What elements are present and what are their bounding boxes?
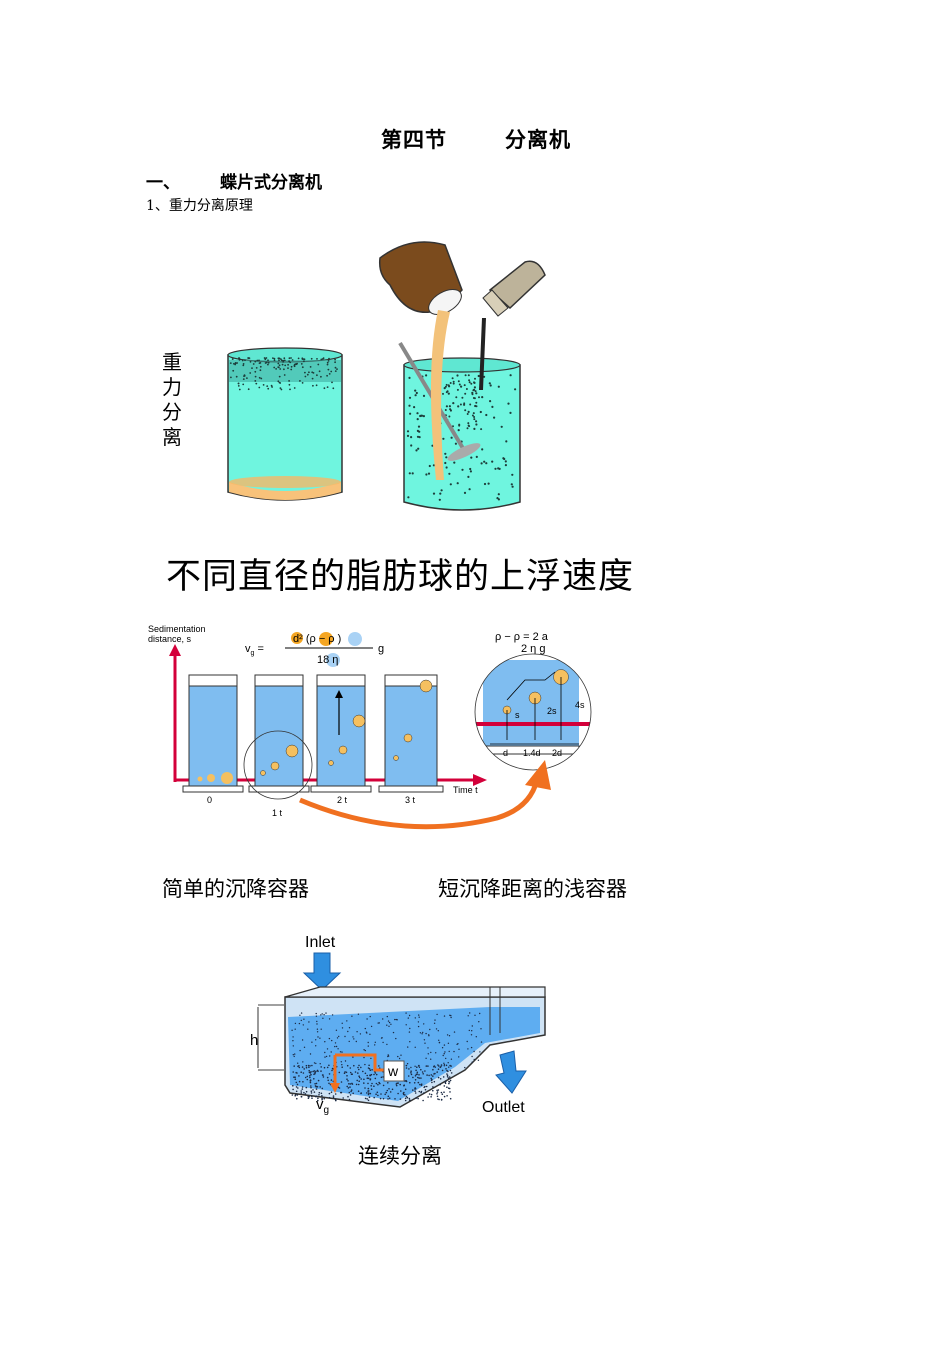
stirrer-paddle bbox=[447, 443, 481, 461]
oil-bottle-icon bbox=[482, 260, 546, 317]
inlet-label: Inlet bbox=[305, 934, 336, 951]
formula2-denominator: 2 η g bbox=[521, 643, 545, 655]
container-0 bbox=[182, 674, 244, 793]
label-char: 分 bbox=[162, 400, 182, 424]
tick-label: 1 t bbox=[272, 808, 283, 818]
h-label: h bbox=[250, 1032, 258, 1049]
container-1 bbox=[243, 674, 313, 800]
settled-beaker bbox=[227, 347, 343, 501]
x-axis-label: Time t bbox=[453, 785, 478, 795]
container-2 bbox=[310, 674, 372, 793]
zoom-label: 4s bbox=[575, 700, 585, 710]
container-3 bbox=[378, 674, 444, 793]
gravity-separation-figure bbox=[227, 241, 546, 511]
oil-stream bbox=[479, 318, 486, 390]
sedimentation-figure: Sedimentation distance, s vg = d² (ρ − ρ… bbox=[148, 624, 592, 830]
powder-sack-icon bbox=[378, 241, 463, 315]
formula-tail: g bbox=[378, 643, 384, 655]
zoom-label: s bbox=[515, 710, 520, 720]
outlet-arrow-icon bbox=[495, 1050, 527, 1094]
simple-container-caption: 简单的沉降容器 bbox=[162, 877, 309, 901]
tick-label: 3 t bbox=[405, 795, 416, 805]
shallow-container-caption: 短沉降距离的浅容器 bbox=[438, 877, 627, 901]
formula-denominator: 18 η bbox=[317, 654, 338, 666]
zoom-detail: s 2s 4s d 1.4d 2d bbox=[474, 653, 592, 771]
formula2-numerator: ρ − ρ = 2 a bbox=[495, 631, 549, 643]
y-axis-label: distance, s bbox=[148, 634, 192, 644]
vg-label: vg bbox=[316, 1096, 329, 1116]
section-heading: 一、 蝶片式分离机 bbox=[146, 168, 322, 193]
label-char: 重 bbox=[162, 350, 182, 374]
zoom-label: 2s bbox=[547, 706, 557, 716]
y-axis-label: Sedimentation bbox=[148, 624, 206, 634]
zoom-label: 2d bbox=[552, 748, 562, 758]
outlet-label: Outlet bbox=[482, 1099, 525, 1116]
formula-numerator: d² (ρ − ρ ) bbox=[293, 633, 341, 645]
section-title: 蝶片式分离机 bbox=[220, 173, 322, 193]
powder-stream bbox=[430, 310, 450, 480]
page-title-part-b: 分离机 bbox=[505, 128, 571, 152]
page-title-part-a: 第四节 bbox=[381, 128, 447, 152]
zoom-label: 1.4d bbox=[523, 748, 541, 758]
inlet-arrow-icon bbox=[302, 952, 342, 991]
zoom-label: d bbox=[503, 748, 508, 758]
velocity-vectors bbox=[333, 1053, 385, 1085]
label-char: 力 bbox=[162, 375, 182, 399]
gravity-separation-label: 重 力 分 离 bbox=[160, 350, 184, 450]
formula-lhs: vg = bbox=[245, 643, 264, 657]
zoom-arrow bbox=[299, 779, 540, 830]
label-char: 离 bbox=[162, 425, 182, 449]
tick-label: 2 t bbox=[337, 795, 348, 805]
continuous-separation-figure: Inlet h w vg Outlet bbox=[250, 934, 546, 1116]
tick-label: 0 bbox=[207, 795, 212, 805]
subsection-heading: 1、重力分离原理 bbox=[146, 198, 253, 214]
continuous-separation-caption: 连续分离 bbox=[358, 1144, 442, 1168]
section-number: 一、 bbox=[146, 173, 180, 193]
page-title: 第四节 分离机 bbox=[0, 124, 952, 154]
fat-globule-rise-caption: 不同直径的脂肪球的上浮速度 bbox=[166, 557, 635, 597]
w-label: w bbox=[387, 1063, 399, 1079]
